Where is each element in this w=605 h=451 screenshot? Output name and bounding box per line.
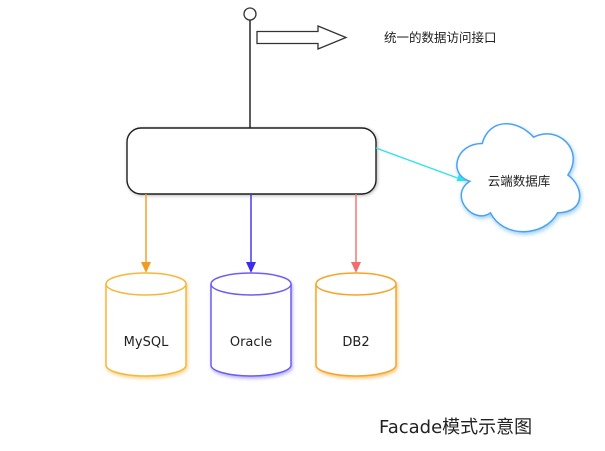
database-oracle-cylinder bbox=[210, 272, 292, 377]
database-db2: DB2 bbox=[315, 272, 397, 377]
arrow-to-db2-head bbox=[351, 262, 361, 273]
client-entry bbox=[243, 7, 348, 128]
cloud-database-label: 云端数据库 bbox=[488, 174, 551, 189]
database-db2-label: DB2 bbox=[342, 335, 369, 350]
arrow-to-mysql bbox=[141, 194, 151, 273]
cloud-database: 云端数据库 bbox=[456, 123, 581, 233]
database-db2-body bbox=[315, 284, 397, 377]
database-db2-cylinder bbox=[315, 272, 397, 377]
arrow-to-oracle bbox=[246, 194, 256, 273]
database-oracle-top bbox=[210, 272, 292, 296]
database-oracle-body bbox=[210, 284, 292, 377]
diagram-caption: Facade模式示意图 bbox=[379, 417, 532, 438]
database-mysql-label: MySQL bbox=[124, 335, 169, 350]
facade-box bbox=[126, 127, 377, 195]
cloud-connector bbox=[375, 147, 466, 182]
client-entry-node bbox=[243, 7, 257, 21]
database-mysql: MySQL bbox=[105, 272, 187, 377]
database-oracle-label: Oracle bbox=[230, 335, 272, 350]
arrow-to-oracle-head bbox=[246, 262, 256, 273]
arrow-to-db2 bbox=[351, 194, 361, 273]
cloud-database-shape bbox=[456, 123, 581, 233]
database-mysql-top bbox=[105, 272, 187, 296]
cloud-connector-arrowhead bbox=[456, 174, 466, 182]
interface-label: 统一的数据访问接口 bbox=[384, 30, 497, 45]
database-db2-top bbox=[315, 272, 397, 296]
database-mysql-body bbox=[105, 284, 187, 377]
database-oracle: Oracle bbox=[210, 272, 292, 377]
arrow-to-mysql-head bbox=[141, 262, 151, 273]
interface-arrow bbox=[256, 25, 348, 50]
cloud-connector-line bbox=[375, 147, 458, 179]
database-mysql-cylinder bbox=[105, 272, 187, 377]
